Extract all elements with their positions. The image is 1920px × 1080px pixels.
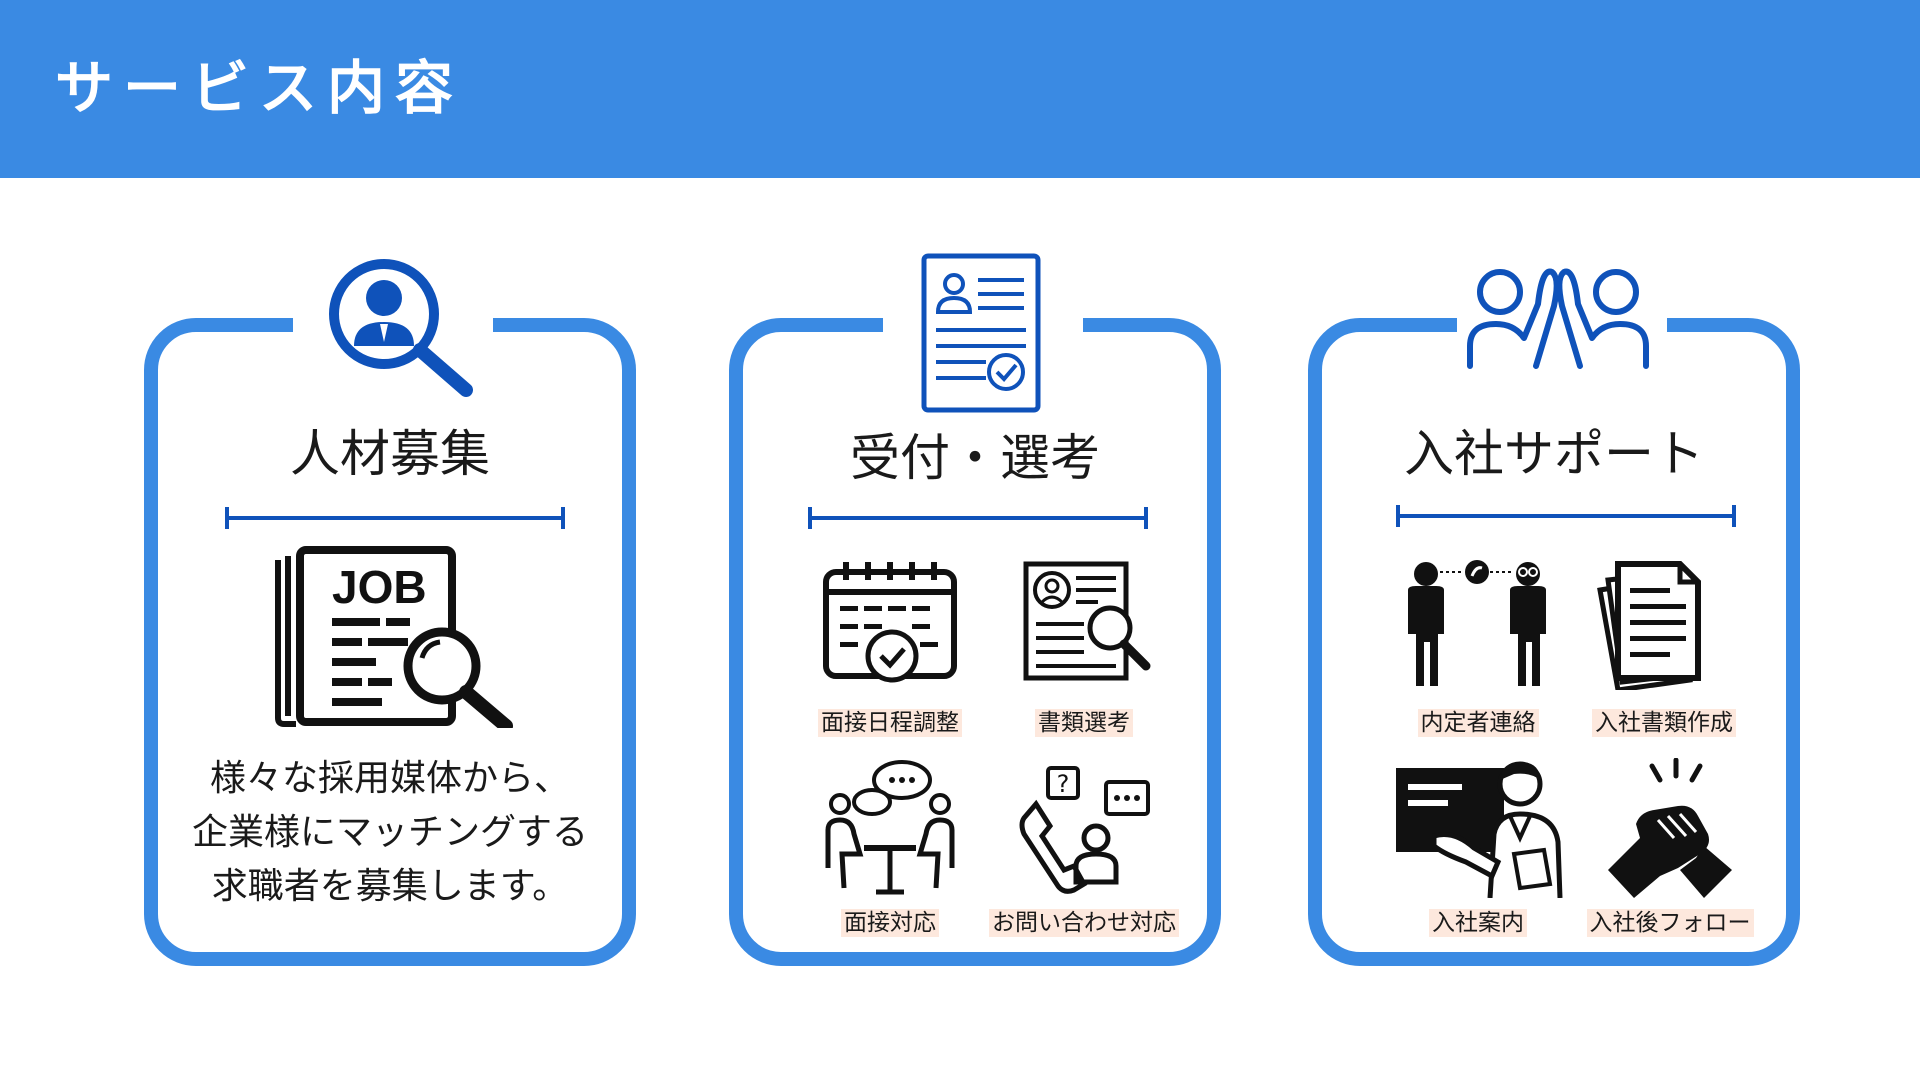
high-five-icon (1467, 268, 1649, 369)
item-document-screening: 書類選考 (984, 560, 1184, 756)
item-post-onboarding-follow: 入社後フォロー (1570, 758, 1770, 954)
phone-call-people-icon (1408, 560, 1546, 686)
job-text: JOB (332, 561, 427, 613)
description-line: 求職者を募集します。 (211, 866, 569, 907)
description-line: 様々な採用媒体から、 (209, 758, 570, 799)
search-person-icon (329, 259, 473, 397)
item-onboarding-documents: 入社書類作成 (1564, 560, 1764, 756)
handshake-icon (1608, 758, 1732, 898)
card-description: 様々な採用媒体から、 企業様にマッチングする 求職者を募集します。 (144, 752, 636, 914)
item-label: 書類選考 (984, 708, 1184, 738)
documents-icon (1597, 561, 1701, 690)
resume-check-icon (921, 253, 1041, 413)
calendar-check-icon (823, 562, 957, 683)
item-label: 入社案内 (1378, 908, 1578, 938)
title-divider (225, 507, 565, 529)
phone-inquiry-icon: ? (1019, 766, 1150, 894)
document-search-icon (1023, 561, 1151, 681)
item-offer-contact: 内定者連絡 (1378, 560, 1578, 756)
item-interview-scheduling: 面接日程調整 (790, 560, 990, 756)
item-label: 内定者連絡 (1378, 708, 1578, 738)
presentation-icon (1396, 761, 1563, 898)
card-title: 人材募集 (290, 425, 490, 483)
page-title: サービス内容 (55, 54, 464, 122)
svg-text:?: ? (1057, 770, 1070, 798)
item-onboarding-guide: 入社案内 (1378, 758, 1578, 954)
card-recruitment (144, 316, 636, 966)
header-bar: サービス内容 (0, 0, 1920, 178)
item-inquiry-response: ? お問い合わせ対応 (984, 758, 1184, 954)
item-label: お問い合わせ対応 (984, 908, 1184, 938)
card-title: 入社サポート (1404, 425, 1704, 483)
item-label: 入社書類作成 (1564, 708, 1764, 738)
job-newspaper-icon: JOB (266, 546, 526, 728)
item-label: 面接対応 (790, 908, 990, 938)
card-title: 受付・選考 (850, 429, 1100, 487)
item-interview: 面接対応 (790, 758, 990, 954)
card-gap (1457, 316, 1667, 336)
title-divider (1396, 505, 1736, 527)
title-divider (808, 507, 1148, 529)
description-line: 企業様にマッチングする (191, 812, 588, 853)
item-label: 面接日程調整 (790, 708, 990, 738)
interview-icon (825, 760, 955, 895)
item-label: 入社後フォロー (1570, 908, 1770, 938)
